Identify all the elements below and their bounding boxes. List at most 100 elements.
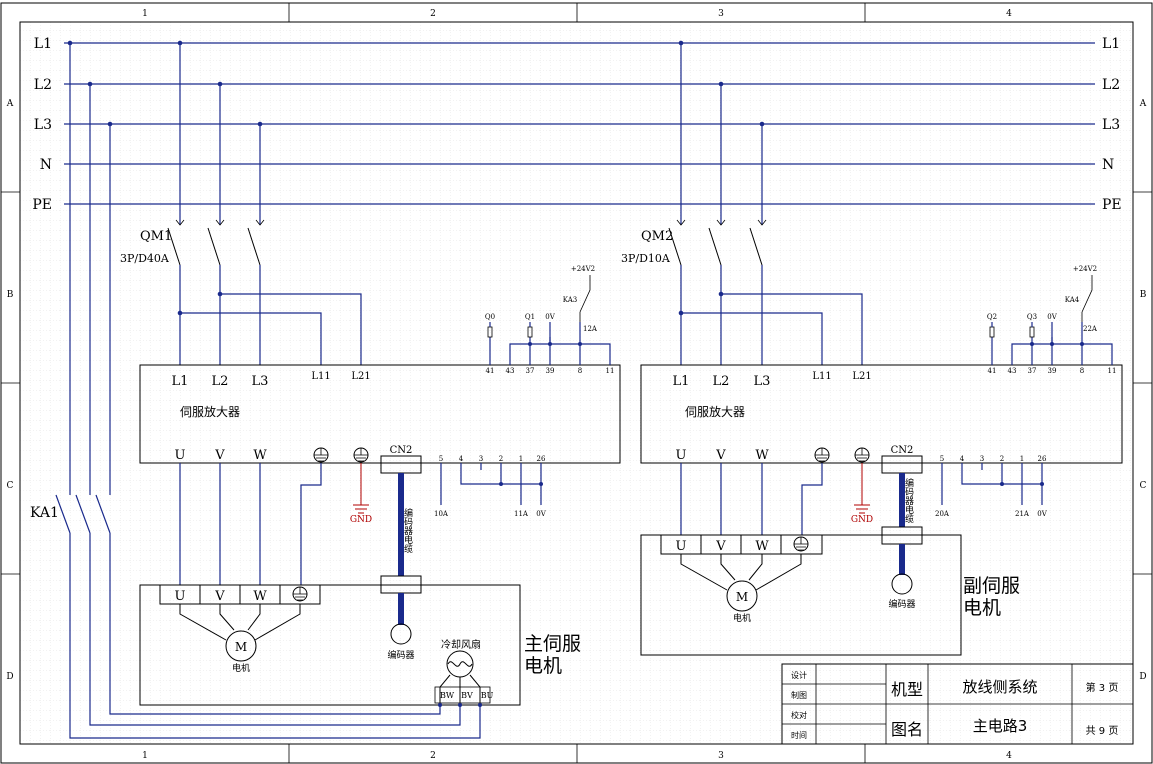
cn2-pin: 3 [980,455,984,463]
right-servo-circuit: QM2 3P/D10A L1 L2 L3 L11 L21 伺服放大器 Q2 Q3… [621,40,1123,656]
relay-wire: 12A [583,325,598,333]
motor-symbol: M [235,640,247,654]
motor-terminal: U [676,539,687,554]
io-terminal: 11 [1108,367,1117,375]
cn2-pin: 1 [519,455,523,463]
col-marker: 4 [1006,9,1012,19]
model-value: 放线侧系统 [962,678,1037,696]
breaker-rating: 3P/D10A [621,252,671,265]
bus-label: PE [32,197,52,213]
cn2-wire: 10A [434,510,449,518]
cn2-pin: 3 [479,455,483,463]
ground-terminal-icon [353,447,369,463]
motor-title: 副伺服 [963,575,1020,597]
cn2-pin: 26 [537,455,546,463]
cable-label: 编码器电缆 [402,507,413,554]
ground-terminal-icon [292,586,308,602]
cn2-label: CN2 [891,445,914,456]
out-terminal: W [755,448,769,463]
cn2-pin: 26 [1038,455,1047,463]
bus-label: L1 [34,36,52,52]
row-marker: B [1140,290,1147,300]
amp-terminal: L21 [351,371,370,382]
io-signal: Q0 [485,313,495,321]
bus-label: L3 [34,117,52,133]
fan-caption: 冷却风扇 [441,638,481,651]
row-marker: D [6,672,13,682]
bus-label: L3 [1102,117,1120,133]
bus-label: PE [1102,197,1122,213]
motor-terminal: U [175,589,186,604]
cable-label: 编码器电缆 [903,477,914,524]
bus-label: L1 [1102,36,1120,52]
encoder-caption: 编码器 [888,598,915,610]
io-terminal: 8 [1080,367,1084,375]
page-total: 共 9 页 [1086,725,1119,737]
motor-caption: 电机 [232,662,250,674]
cn2-pin: 4 [459,455,464,463]
amp-terminal: L3 [754,374,771,389]
relay-name: KA3 [563,296,577,304]
ground-terminal-icon [313,447,329,463]
row-markers-right: A B C D [1139,99,1147,682]
title-block: 设计 制图 校对 时间 机型 放线侧系统 图名 主电路3 第 3 页 共 9 页 [781,663,1134,745]
fan-terminal: BU [481,691,494,700]
col-marker: 2 [430,751,436,761]
col-marker: 4 [1006,751,1012,761]
amp-label: 伺服放大器 [685,404,745,419]
cn2-wire: 21A [1015,510,1030,518]
row-marker: B [7,290,14,300]
row-marker: D [1139,672,1146,682]
col-marker: 3 [718,9,724,19]
fan-terminal: BV [461,691,473,700]
amp-terminal: L3 [252,374,269,389]
left-servo-circuit: QM1 3P/D40A L1 L2 L3 L11 L21 伺服放大器 Q0 Q1… [120,40,621,707]
fan-terminal: BW [440,691,455,700]
encoder-icon [891,573,913,595]
col-marker: 3 [718,751,724,761]
cn2-pin: 4 [960,455,965,463]
relay-supply: +24V2 [1073,265,1097,273]
row-markers-left: A B C D [6,99,14,682]
io-terminal: 39 [1048,367,1057,375]
motor-symbol: M [736,590,748,604]
encoder-caption: 编码器 [387,649,414,661]
bus-label: N [40,157,52,173]
role-label: 校对 [791,710,807,720]
relay-wire: 22A [1083,325,1098,333]
cn2-pin: 1 [1020,455,1024,463]
motor-title: 电机 [963,597,1001,619]
motor-terminal: V [715,539,726,554]
motor-terminal: W [755,539,769,554]
amp-label: 伺服放大器 [180,404,240,419]
breaker-name: QM2 [641,229,673,244]
io-signal: Q1 [525,313,535,321]
io-terminal: 41 [988,367,997,375]
drawing-grid [20,22,1133,744]
out-terminal: W [253,448,267,463]
amp-terminal: L2 [212,374,229,389]
amp-terminal: L21 [852,371,871,382]
role-label: 时间 [791,730,807,740]
motor-symbol-icon [726,580,758,612]
cn2-pin: 5 [940,455,944,463]
bus-label: N [1102,157,1114,173]
amp-terminal: L11 [812,371,831,382]
relay-name: KA4 [1065,296,1080,304]
cn2-pin: 5 [439,455,443,463]
io-terminal: 37 [1028,367,1037,375]
main-motor-box [139,584,521,706]
motor-terminal: V [214,589,225,604]
encoder-icon [390,623,412,645]
page-number: 第 3 页 [1086,681,1119,694]
column-markers-top: 1 2 3 4 [142,9,1012,19]
out-terminal: U [676,448,687,463]
bus-label: L2 [1102,77,1120,93]
gnd-label: GND [851,515,873,525]
io-terminal: 43 [1008,367,1017,375]
io-signal: 0V [545,313,555,321]
row-marker: C [7,481,14,491]
row-marker: A [6,99,14,109]
